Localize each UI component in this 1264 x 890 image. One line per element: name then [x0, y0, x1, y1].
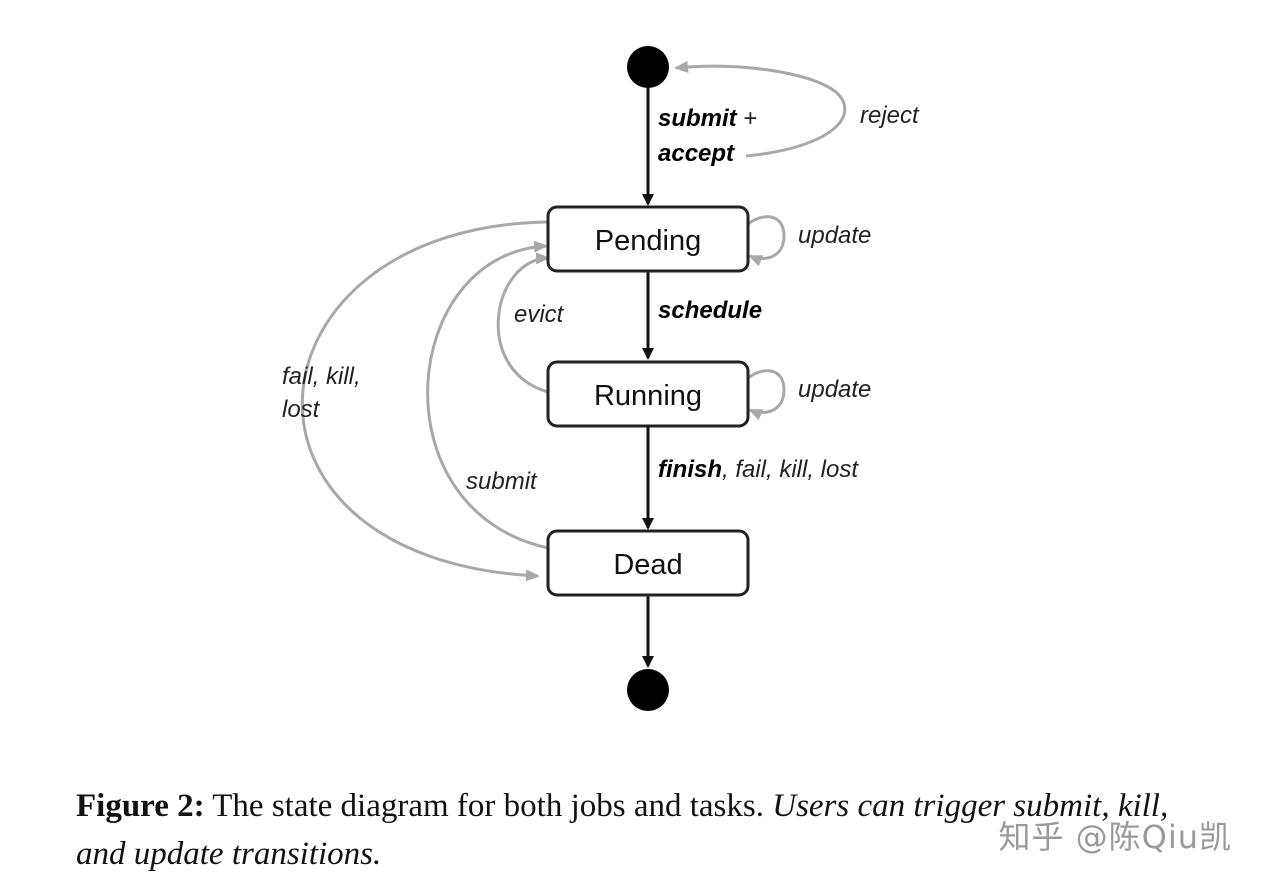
state-pending-label: Pending — [595, 225, 701, 257]
state-pending: Pending — [546, 205, 750, 273]
state-diagram: Pending Running Dead submit + accept rej… — [282, 46, 920, 711]
caption-italic-text: Users can trigger submit, kill, and upda… — [76, 788, 1169, 872]
update-pending-label: update — [798, 222, 871, 249]
figure-number: Figure 2: — [76, 788, 205, 824]
fail-kill-lost-label-line1: fail, kill, — [282, 363, 361, 390]
fail-kill-lost-edge — [301, 220, 549, 582]
schedule-label: schedule — [658, 297, 762, 324]
submit-accept-label-line2: accept — [658, 140, 735, 167]
update-running-label: update — [798, 376, 871, 403]
state-dead-label: Dead — [613, 549, 682, 581]
state-running: Running — [546, 360, 750, 428]
finish-label: finish, fail, kill, lost — [658, 456, 859, 483]
state-dead: Dead — [546, 529, 750, 597]
state-running-label: Running — [594, 380, 702, 412]
reject-edge — [674, 60, 847, 158]
update-running-loop — [747, 369, 786, 421]
submit-accept-label-line1: submit + — [658, 105, 757, 132]
caption-text: The state diagram for both jobs and task… — [204, 788, 773, 824]
fail-kill-lost-label-line2: lost — [282, 396, 321, 423]
final-state — [627, 669, 669, 711]
initial-state — [627, 46, 669, 88]
submit-dead-label: submit — [466, 468, 538, 495]
watermark: 知乎 @陈Qiu凯 — [998, 818, 1232, 856]
update-pending-loop — [747, 215, 786, 267]
figure-caption: Figure 2: The state diagram for both job… — [76, 782, 1186, 878]
reject-label: reject — [860, 102, 920, 129]
evict-label: evict — [514, 301, 565, 328]
evict-edge — [496, 252, 550, 394]
submit-dead-edge — [426, 240, 549, 550]
